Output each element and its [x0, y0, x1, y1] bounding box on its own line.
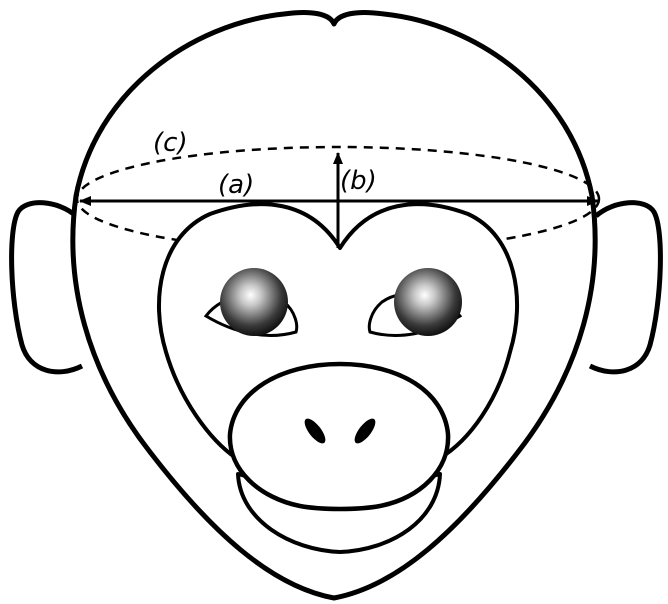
muzzle: [230, 364, 448, 509]
label-c: (c): [153, 130, 188, 156]
right-eye: [394, 268, 462, 336]
label-b: (b): [340, 168, 377, 194]
label-a: (a): [218, 172, 254, 198]
right-ear: [590, 203, 660, 372]
left-eye: [220, 268, 288, 336]
